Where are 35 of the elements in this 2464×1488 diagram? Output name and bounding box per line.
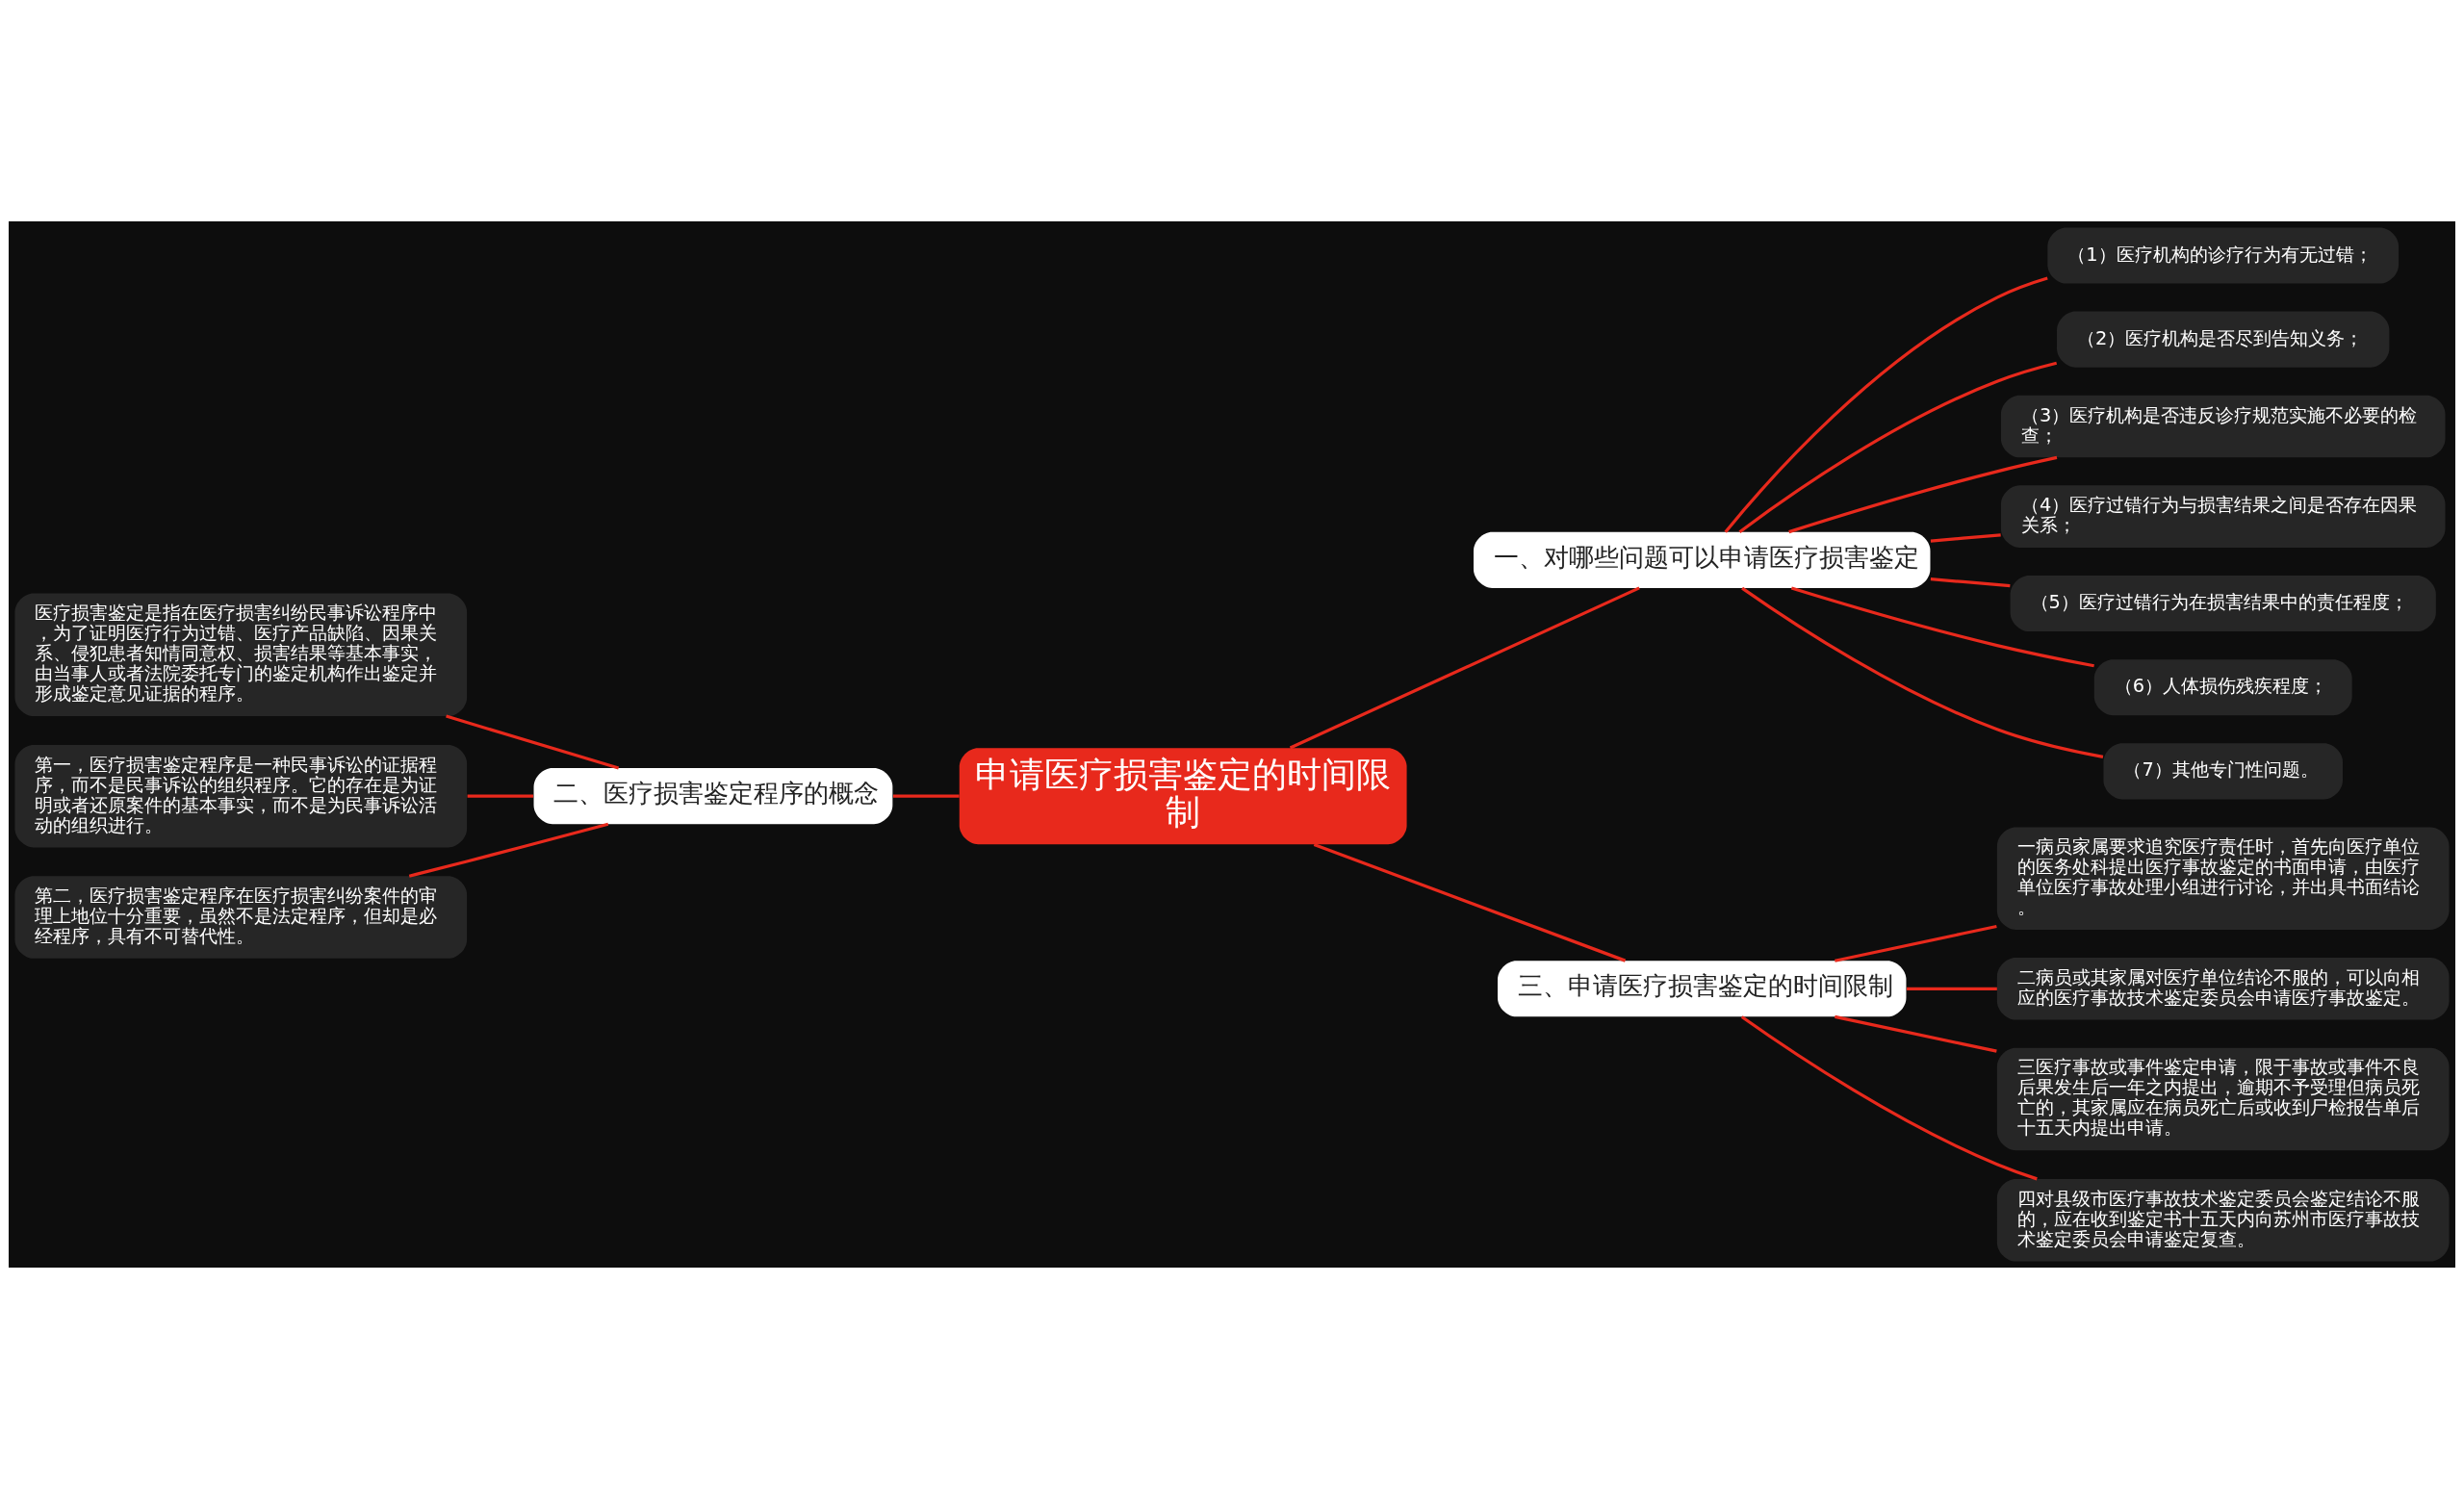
connector [1741,586,2104,758]
node-box: （5）医疗过错行为在损害结果中的责任程度； [2010,575,2436,631]
connector [1289,585,1640,749]
node-box: 医疗损害鉴定是指在医疗损害纠纷民事诉讼程序中，为了证明医疗行为过错、医疗产品缺陷、因果关系、侵犯患者知情同意权、损害结果等基本事实，由当事人或者法院委托专门的鉴定机构作出鉴定并形成鉴定意见证据的程序。 [14,593,468,716]
node-box: （2）医疗机构是否尽到告知义务； [2057,311,2390,368]
connector [446,714,620,770]
connector [1788,455,2058,533]
node-box: 一、对哪些问题可以申请医疗损害鉴定 [1473,531,1931,588]
connector [1930,577,2011,587]
node-box: （1）医疗机构的诊疗行为有无过错； [2047,226,2400,284]
node-box: 四对县级市医疗事故技术鉴定委员会鉴定结论不服的，应在收到鉴定书十五天内向苏州市医疗事故技术鉴定委员会申请鉴定复查。 [1996,1178,2450,1262]
node-box: （3）医疗机构是否违反诊疗规范实施不必要的检查； [2000,395,2446,457]
node-box: （6）人体损伤残疾程度； [2093,658,2352,715]
connector [893,794,960,798]
node-box: （4）医疗过错行为与损害结果之间是否存在因果关系； [2000,484,2446,548]
node-box: 三、申请医疗损害鉴定的时间限制 [1498,960,1907,1016]
node-box: 第一，医疗损害鉴定程序是一种民事诉讼的证据程序，而不是民事诉讼的组织程序。它的存在是为证明或者还原案件的基本事实，而不是为民事诉讼活动的组织进行。 [14,744,468,847]
connector [1835,1014,1997,1053]
connector [1930,532,2001,543]
connector [1740,1014,2038,1180]
node-box: 二病员或其家属对医疗单位结论不服的，可以向相应的医疗事故技术鉴定委员会申请医疗事故鉴定。 [1996,957,2450,1020]
node-box: 三医疗事故或事件鉴定申请，限于事故或事件不良后果发生后一年之内提出，逾期不予受理但病员死亡的，其家属应在病员死亡后或收到尸检报告单后十五天内提出申请。 [1996,1047,2450,1150]
connector [1738,361,2058,533]
connector [1724,275,2048,533]
connector [1790,585,2094,667]
connector [467,794,534,798]
node-box: 申请医疗损害鉴定的时间限制 [959,747,1407,844]
connector [1835,924,1997,962]
connector [408,822,609,878]
node-box: （7）其他专门性问题。 [2103,742,2343,799]
node-box: 一病员家属要求追究医疗责任时，首先向医疗单位的医务处科提出医疗事故鉴定的书面申请，由医疗单位医疗事故处理小组进行讨论，并出具书面结论。 [1996,826,2450,930]
connector [1907,987,1997,990]
connector [1313,842,1627,962]
node-box: 第二，医疗损害鉴定程序在医疗损害纠纷案件的审理上地位十分重要，虽然不是法定程序，但却是必经程序，具有不可替代性。 [14,875,468,959]
node-box: 二、医疗损害鉴定程序的概念 [533,767,893,824]
